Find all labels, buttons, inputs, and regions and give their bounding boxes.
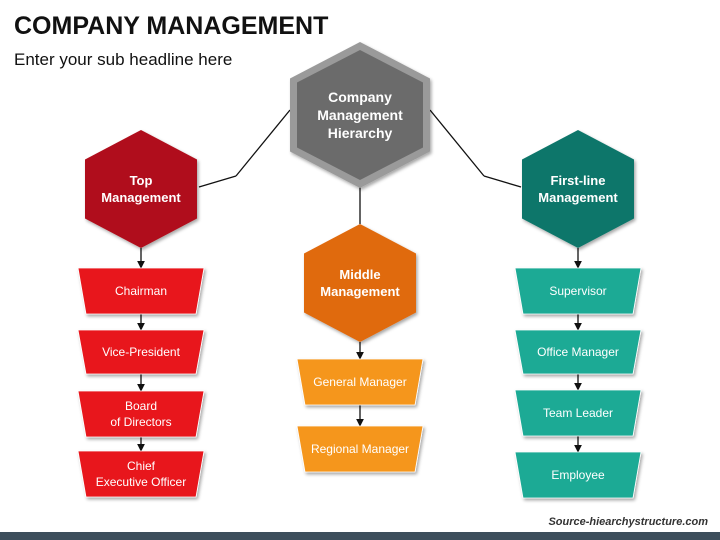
top-item-box	[77, 329, 205, 375]
first-line-item-label: Team Leader	[543, 406, 613, 420]
first-line-management-hexagon	[522, 130, 634, 248]
top-item-label: Executive Officer	[96, 475, 186, 489]
root-label: Company	[328, 89, 392, 105]
first-line-item-label: Office Manager	[537, 345, 619, 359]
first-line-item-label: Supervisor	[549, 284, 606, 298]
shape-layer: CompanyManagementHierarchyTopManagementC…	[77, 42, 642, 499]
root-connector-right-end	[483, 175, 522, 188]
bottom-bar	[0, 532, 720, 540]
first-line-item-box	[514, 329, 642, 375]
middle-item-box	[296, 425, 424, 473]
top-item-label: of Directors	[110, 415, 171, 429]
top-management-label: Top	[130, 173, 153, 188]
top-item-label: Board	[125, 399, 157, 413]
root-connector-left-end	[198, 175, 237, 188]
middle-item-box	[296, 358, 424, 406]
root-label: Hierarchy	[328, 125, 393, 141]
first-line-item-label: Employee	[551, 468, 605, 482]
root-hexagon	[297, 50, 423, 180]
middle-item-label: General Manager	[313, 375, 406, 389]
root-connector-left	[235, 109, 291, 177]
first-line-item-box	[514, 389, 642, 437]
first-line-item-box	[514, 267, 642, 315]
top-item-box	[77, 390, 205, 438]
root-connector-right	[429, 109, 485, 177]
first-line-management-label: Management	[538, 190, 618, 205]
top-management-hexagon	[85, 130, 197, 248]
middle-management-label: Middle	[339, 267, 380, 282]
middle-management-label: Management	[320, 284, 400, 299]
top-item-label: Chairman	[115, 284, 167, 298]
page-subtitle: Enter your sub headline here	[14, 50, 233, 69]
first-line-management-label: First-line	[551, 173, 606, 188]
source-credit: Source-hiearchystructure.com	[548, 516, 708, 528]
middle-item-label: Regional Manager	[311, 442, 409, 456]
connector-layer	[137, 109, 582, 453]
middle-management-hexagon	[304, 224, 416, 342]
top-item-label: Chief	[127, 459, 156, 473]
root-label: Management	[317, 107, 403, 123]
top-management-label: Management	[101, 190, 181, 205]
page-title: COMPANY MANAGEMENT	[14, 12, 329, 40]
top-item-box	[77, 450, 205, 498]
top-item-box	[77, 267, 205, 315]
first-line-item-box	[514, 451, 642, 499]
top-item-label: Vice-President	[102, 345, 180, 359]
